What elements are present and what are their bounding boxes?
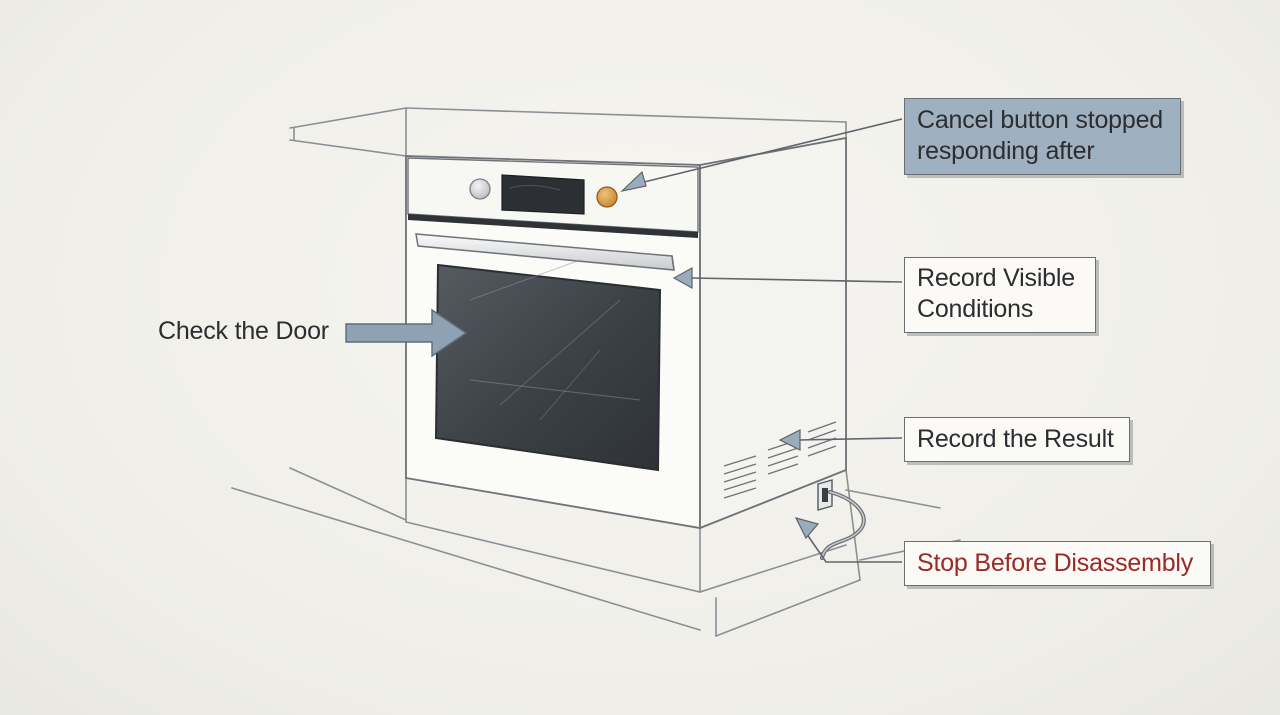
record-result-callout: Record the Result — [904, 417, 1130, 462]
cancel-button-callout: Cancel button stopped responding after — [904, 98, 1181, 175]
stop-before-disassembly-callout: Stop Before Disassembly — [904, 541, 1211, 586]
display-panel — [501, 174, 585, 215]
power-cord — [817, 479, 866, 560]
arrow-head-stop — [794, 517, 820, 540]
arrow-head-result — [778, 429, 801, 451]
door-handle — [415, 233, 675, 271]
knob-icon — [469, 178, 491, 200]
arrow-heads — [620, 170, 820, 540]
oven-window — [434, 259, 662, 472]
vent-slots — [723, 421, 837, 499]
check-door-arrow — [345, 308, 468, 358]
arrow-head-cancel — [620, 170, 647, 193]
leader-lines — [639, 118, 903, 563]
check-door-label: Check the Door — [158, 317, 329, 345]
cancel-button-icon — [596, 186, 618, 208]
record-visible-conditions-callout: Record Visible Conditions — [904, 257, 1096, 333]
control-panel — [469, 174, 618, 215]
arrow-head-conditions — [672, 266, 693, 290]
